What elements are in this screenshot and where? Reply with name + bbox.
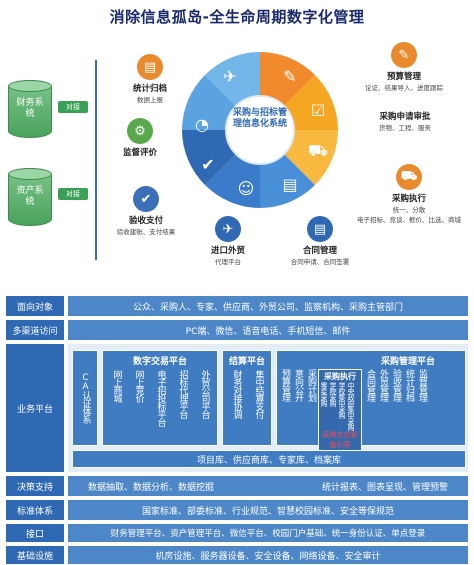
capability-application-approval: 采购申请审批 货物、工程、服务: [379, 112, 431, 132]
trade-platform-box: 数字交易平台 网上商城 网上竞价 电子招投标平台 招标代理平台 外贸公司平台: [102, 350, 218, 446]
asset-connector: 对接: [58, 188, 88, 200]
settlement-platform-box: 结算平台 财务对接协调 集中结算支付: [222, 350, 272, 446]
capability-supervision: ⚙ 监督评价: [110, 118, 170, 158]
wheel-approve-icon: ☑: [311, 101, 325, 120]
wheel-tools-icon: ✎: [283, 67, 296, 86]
finance-connector: 对接: [58, 101, 88, 113]
row-standards: 标准体系 国家标准、部委标准、行业规范、智慧校园标准、安全等保规范: [6, 500, 468, 520]
ca-box: CA认证体系: [72, 350, 98, 446]
row-label: 面向对象: [6, 296, 64, 316]
plane-icon: ✈: [215, 216, 241, 242]
wheel-cart-icon: ⛟: [308, 141, 328, 160]
connector-line: [95, 60, 97, 260]
row-content: 公众、采购人、专家、供应商、外贸公司、监察机构、采购主管部门: [68, 296, 468, 316]
capability-acceptance-payment: ✔ 验收支付 验收建账、支付结果: [108, 186, 184, 236]
finance-system-db: 财务系统: [8, 80, 52, 138]
gear-icon: ⚙: [127, 118, 153, 144]
document-icon: ▤: [137, 54, 163, 80]
page-title: 消除信息孤岛-全生命周期数字化管理: [109, 8, 365, 26]
wheel-plane-icon: ✈: [223, 67, 236, 86]
cart-icon: ⛟: [396, 164, 422, 190]
capability-execution: ⛟ 采购执行 统一、分散 电子招标、竞谈、框价、比选、商城: [350, 164, 468, 224]
row-content: PC端、微信、语音电话、手机短信、邮件: [68, 320, 468, 340]
wheel-contract-icon: ▤: [282, 175, 297, 194]
row-access: 多渠道访问 PC端、微信、语音电话、手机短信、邮件: [6, 320, 468, 340]
capability-budget: ✎ 预算管理 论证、结果导入、进度跟踪: [354, 42, 454, 92]
asset-system-db: 资产系统: [8, 168, 52, 226]
trade-platform-title: 数字交易平台: [132, 357, 187, 367]
row-audience: 面向对象 公众、采购人、专家、供应商、外贸公司、监察机构、采购主管部门: [6, 296, 468, 316]
row-infra: 基础设施 机房设施、服务器设备、安全设备、网络设备、安全审计: [6, 546, 468, 564]
row-label: 多渠道访问: [6, 320, 64, 340]
capability-import-trade: ✈ 进口外贸 代理平台: [198, 216, 258, 266]
lifecycle-wheel: ✎ ☑ ⛟ ▤ ☺ ✔ ◔ ✈: [182, 52, 338, 208]
wheel-center-label: 采购与招标管理信息化系统: [232, 108, 287, 129]
execution-box: 采购执行 零星采购 学院采购 学校集中采购 中央政府集中采购 采购方式智能引导: [318, 369, 362, 452]
procurement-platform-box: 采购管理平台 预算管理 意向公开 采购计划 采购执行 零星采购 学院采购 学校集…: [276, 350, 466, 452]
row-decision: 决策支持 数据抽取、数据分析、数据挖掘统计报表、图表呈现、管理预警: [6, 476, 468, 496]
check-icon: ✔: [133, 186, 159, 212]
asset-system-label: 资产系统: [16, 186, 44, 207]
finance-system-label: 财务系统: [16, 98, 44, 119]
wheel-chart-icon: ◔: [195, 115, 209, 134]
capability-contract: ▤ 合同管理 合同申请、合同签署: [282, 216, 358, 266]
capability-stat-archive: ▤ 统计归档 数据上报: [120, 54, 180, 104]
tools-icon: ✎: [391, 42, 417, 68]
wheel-person-icon: ☺: [238, 179, 255, 198]
row-interface: 接口 财务管理平台、资产管理平台、微信平台、校园门户基础、统一身份认证、单点登录: [6, 524, 468, 542]
contract-icon: ▤: [307, 216, 333, 242]
row-label: 业务平台: [6, 344, 64, 472]
library-box: 项目库、供应商库、专家库、档案库: [72, 450, 466, 468]
wheel-check-icon: ✔: [201, 155, 214, 174]
